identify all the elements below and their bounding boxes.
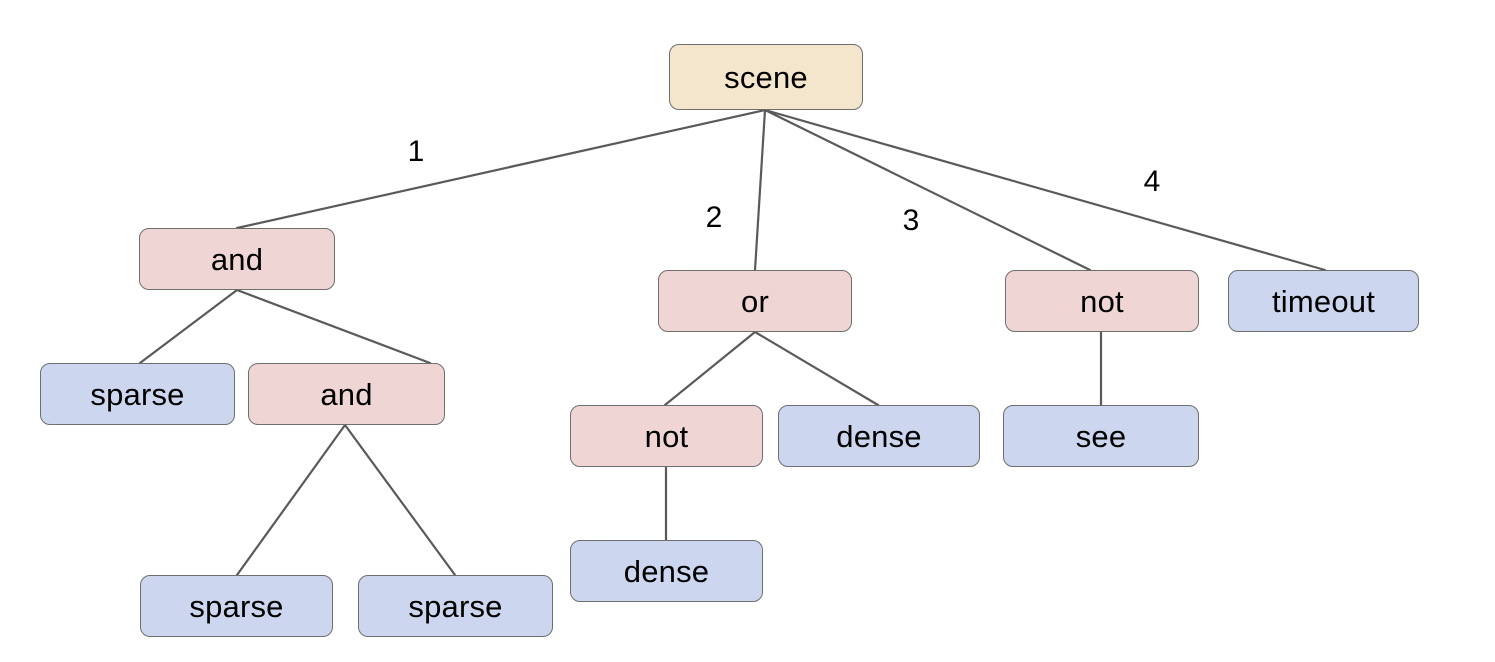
tree-node-dense1[interactable]: dense: [778, 405, 980, 467]
tree-node-timeout1[interactable]: timeout: [1228, 270, 1419, 332]
tree-node-label: dense: [836, 418, 922, 454]
tree-node-label: not: [644, 418, 689, 454]
edge-label-1: 1: [407, 135, 425, 168]
tree-node-label: sparse: [408, 588, 503, 624]
tree-node-label: see: [1075, 418, 1127, 454]
edge-label-3: 3: [902, 204, 920, 237]
tree-node-label: timeout: [1271, 283, 1376, 319]
tree-edge-or1-to-dense1: [753, 330, 880, 407]
tree-node-label: sparse: [90, 376, 185, 412]
tree-edge-or1-to-not2: [663, 330, 757, 407]
tree-node-dense2[interactable]: dense: [570, 540, 763, 602]
tree-node-scene[interactable]: scene: [669, 44, 863, 110]
tree-node-label: and: [210, 241, 264, 277]
tree-node-and2[interactable]: and: [248, 363, 445, 425]
tree-node-see1[interactable]: see: [1003, 405, 1199, 467]
tree-node-and1[interactable]: and: [139, 228, 335, 290]
tree-edge-scene-to-not1: [763, 108, 1092, 272]
tree-node-sparse1[interactable]: sparse: [40, 363, 235, 425]
edge-label-2: 2: [705, 201, 723, 234]
tree-node-sparse2[interactable]: sparse: [140, 575, 333, 637]
tree-node-label: scene: [724, 59, 808, 95]
tree-edge-and1-to-sparse1: [138, 288, 239, 365]
tree-edge-scene-to-timeout1: [763, 108, 1327, 272]
tree-node-label: not: [1080, 283, 1124, 319]
tree-edge-and2-to-sparse3: [343, 423, 457, 577]
tree-node-not2[interactable]: not: [570, 405, 763, 467]
tree-edge-and1-to-and2: [235, 288, 432, 365]
edge-label-4: 4: [1143, 165, 1161, 198]
tree-edge-and2-to-sparse2: [235, 423, 347, 577]
tree-edge-scene-to-or1: [753, 108, 767, 272]
tree-node-label: dense: [623, 553, 710, 589]
tree-node-label: and: [320, 376, 373, 412]
tree-node-label: or: [741, 283, 769, 319]
tree-edge-scene-to-and1: [235, 108, 767, 230]
tree-node-not1[interactable]: not: [1005, 270, 1199, 332]
tree-node-sparse3[interactable]: sparse: [358, 575, 553, 637]
tree-node-or1[interactable]: or: [658, 270, 852, 332]
tree-node-label: sparse: [189, 588, 284, 624]
